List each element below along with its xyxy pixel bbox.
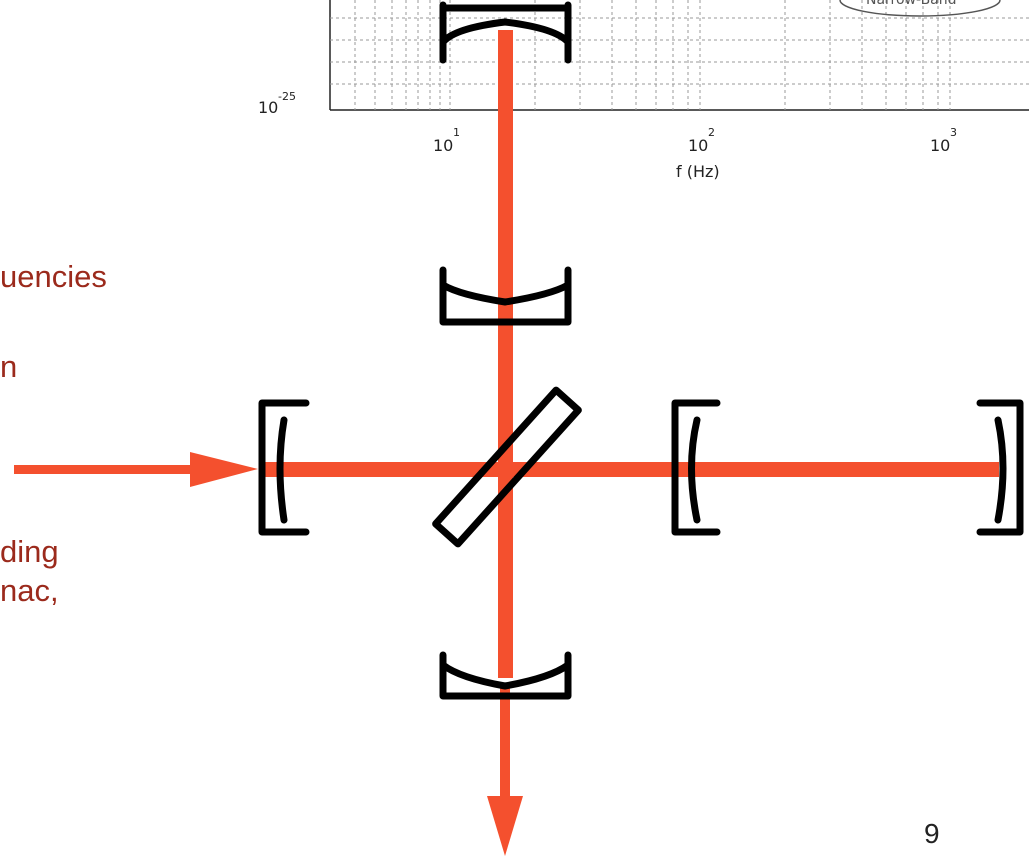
slide-text-line: n (0, 349, 18, 384)
narrow-band-oval (839, 0, 1001, 17)
mirror-top-input (439, 266, 572, 326)
mirror-bottom (439, 651, 572, 700)
slide-text-line: uencies (0, 259, 107, 294)
mirror-right-input (671, 399, 721, 536)
laser-beams (14, 30, 999, 856)
output-beam (500, 688, 510, 798)
mirror-top-end (439, 1, 572, 64)
mirror-left (258, 399, 310, 536)
slide-text-line: nac, (0, 573, 59, 608)
output-arrow-head (487, 796, 523, 856)
page-number: 9 (924, 818, 940, 849)
y-tick-label: 10-25 (258, 90, 296, 117)
optics (258, 1, 1024, 700)
narrow-band-label: Narrow-Band (866, 0, 957, 8)
beam-vertical (498, 30, 513, 678)
slide-text-line: ding (0, 534, 59, 569)
input-arrow-head (190, 452, 258, 487)
beam-horizontal (265, 462, 999, 477)
mirror-right-end (976, 399, 1024, 536)
input-beam (14, 465, 204, 474)
plot-frame (329, 0, 1029, 111)
x-axis-label: f (Hz) (676, 162, 720, 181)
beam-splitter (432, 386, 582, 548)
